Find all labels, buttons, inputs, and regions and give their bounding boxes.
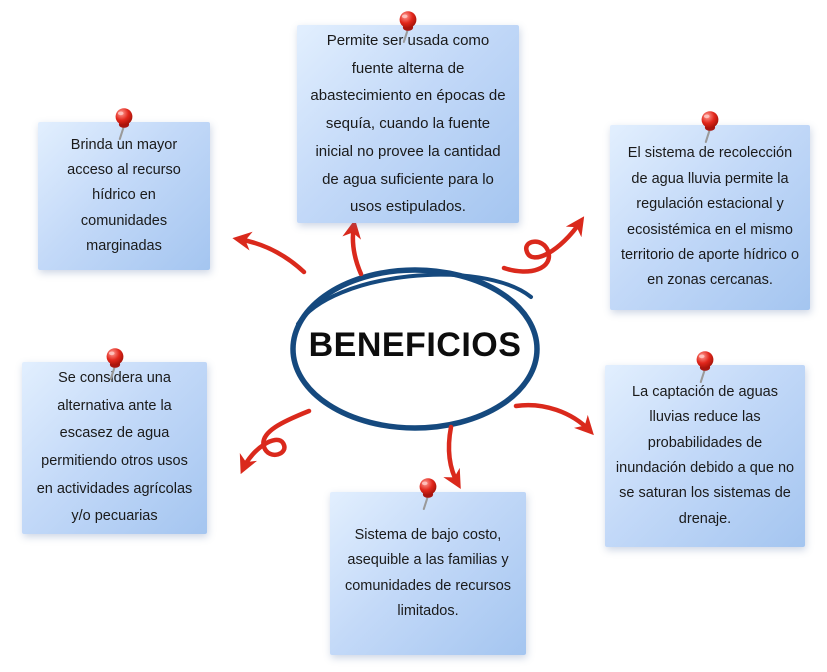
arrow-to-bottom-center-note — [443, 424, 461, 489]
arrow-to-right-bottom-note — [513, 402, 594, 436]
note-right-top: El sistema de recolección de agua lluvia… — [610, 125, 810, 310]
arrow-to-top-center-note — [342, 219, 364, 277]
note-text: Brinda un mayor acceso al recurso hídric… — [67, 136, 181, 255]
note-left-top: Brinda un mayor acceso al recurso hídric… — [38, 122, 210, 270]
pushpin-icon — [696, 109, 724, 147]
note-text: Se considera una alternativa ante la esc… — [36, 370, 193, 525]
pushpin-icon — [101, 346, 129, 384]
arrow-to-left-top-note — [232, 231, 307, 275]
arrow-to-left-bottom-note — [239, 408, 312, 475]
beneficios-ellipse — [290, 267, 540, 431]
pushpin-icon — [394, 9, 422, 47]
note-left-bottom: Se considera una alternativa ante la esc… — [22, 362, 207, 534]
diagram-title: BENEFICIOS — [308, 326, 522, 364]
arrow-to-right-top-note — [501, 216, 585, 274]
note-text: El sistema de recolección de agua lluvia… — [620, 145, 800, 289]
pushpin-icon — [414, 476, 442, 514]
note-text: La captación de aguas lluvias reduce las… — [615, 383, 795, 527]
note-text: Permite ser usada como fuente alterna de… — [310, 31, 506, 216]
pushpin-icon — [691, 349, 719, 387]
note-bottom-center: Sistema de bajo costo, asequible a las f… — [330, 492, 526, 655]
note-text: Sistema de bajo costo, asequible a las f… — [344, 526, 512, 619]
pushpin-icon — [110, 106, 138, 144]
note-right-bottom: La captación de aguas lluvias reduce las… — [605, 365, 805, 547]
note-top-center: Permite ser usada como fuente alterna de… — [297, 25, 519, 223]
